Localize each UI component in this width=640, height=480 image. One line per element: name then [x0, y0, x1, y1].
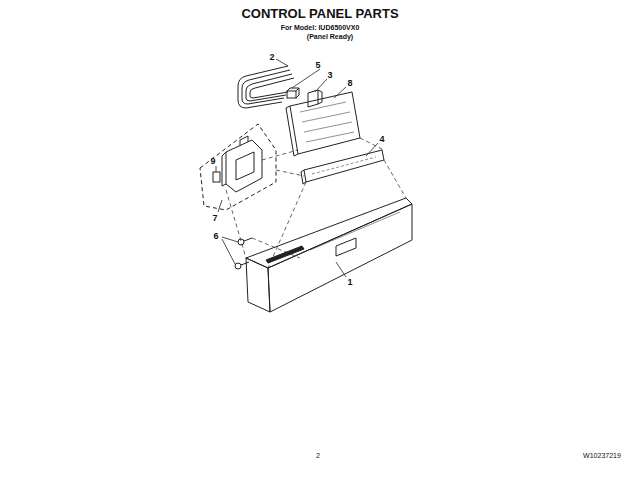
clip [287, 91, 296, 98]
callout-number: 5 [315, 61, 320, 70]
control-board [286, 92, 360, 156]
clip-edge [287, 88, 299, 98]
model-note: For Model: IUD6500VX0 [281, 24, 360, 31]
keypad-strip [301, 150, 384, 184]
leader-lines [216, 59, 378, 277]
control-panel [246, 198, 412, 312]
model-note: (Panel Ready) [307, 33, 353, 40]
callout-number: 6 [213, 232, 218, 241]
callout-number: 1 [347, 278, 352, 287]
assembly-group [200, 124, 276, 210]
latch-assembly [222, 136, 262, 192]
callout-number: 9 [210, 157, 215, 166]
assembly-lines [226, 138, 406, 268]
ribbon-cable [238, 66, 294, 108]
document-number: W10237219 [583, 452, 621, 459]
bracket [308, 90, 322, 107]
callout-number: 7 [212, 214, 217, 223]
callout-number: 4 [379, 135, 384, 144]
callout-number: 3 [327, 71, 332, 80]
page-number: 2 [316, 452, 320, 459]
callout-number: 8 [347, 79, 352, 88]
screws [235, 238, 252, 269]
small-part [213, 172, 220, 182]
callout-number: 2 [269, 53, 274, 62]
page-title: CONTROL PANEL PARTS [241, 7, 398, 20]
